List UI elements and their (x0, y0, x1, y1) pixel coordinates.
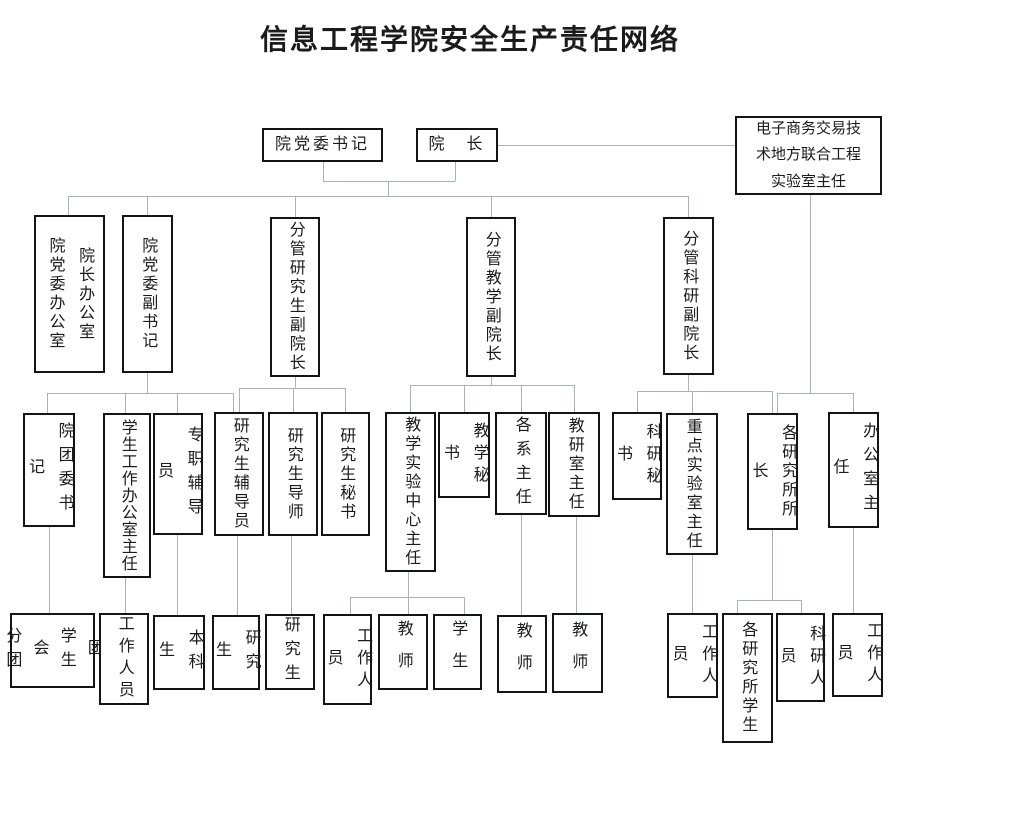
connector-line (853, 528, 854, 613)
node-student-affairs-director: 学生工作办公室主任 (103, 413, 151, 578)
connector-line (455, 162, 456, 181)
node-research-staff: 科研人员 (776, 613, 825, 702)
node-staff-key-lab: 工作人员 (667, 613, 718, 698)
connector-line (521, 385, 522, 412)
connector-line (177, 535, 178, 615)
connector-line (737, 600, 801, 601)
connector-line (853, 393, 854, 412)
connector-line (464, 597, 465, 614)
connector-line (239, 388, 240, 412)
node-staff-teaching-lab: 工作人员 (323, 614, 372, 705)
node-students-teaching-lab: 学生 (433, 614, 482, 690)
node-institute-students: 各研究所学生 (722, 613, 773, 743)
connector-line (498, 145, 735, 146)
connector-line (125, 578, 126, 613)
node-office-director: 办公室主任 (828, 412, 879, 528)
connector-line (68, 196, 69, 215)
node-undergraduates: 本科生 (153, 615, 205, 690)
node-party-secretary: 院党委书记 (262, 128, 383, 162)
connector-line (291, 536, 292, 614)
connector-line (237, 536, 238, 615)
connector-line (295, 377, 296, 388)
connector-line (688, 375, 689, 391)
connector-line (68, 196, 688, 197)
node-fulltime-counselors: 专职辅导员 (153, 413, 203, 535)
node-student-orgs: 各社团 学生会 分团委 (3, 613, 129, 688)
connector-line (810, 195, 811, 393)
connector-line (692, 555, 693, 613)
connector-line (350, 597, 464, 598)
connector-line (410, 385, 411, 412)
node-deputy-party-secretary: 院党委副书记 (122, 215, 173, 373)
connector-line (491, 196, 492, 217)
connector-line (688, 196, 689, 217)
connector-line (125, 393, 126, 413)
connector-line (408, 572, 409, 614)
node-youth-league-secretary: 院团委书记 (23, 413, 75, 527)
node-teachers-teaching-lab: 教师 (378, 614, 428, 690)
connector-line (177, 393, 178, 413)
connector-line (295, 196, 296, 217)
connector-line (521, 515, 522, 615)
connector-line (49, 527, 50, 613)
connector-line (777, 393, 853, 394)
node-graduate-supervisors: 研究生导师 (268, 412, 318, 536)
node-graduate-secretary: 研究生秘书 (321, 412, 370, 536)
connector-line (637, 391, 638, 412)
node-research-secretary: 科研秘书 (612, 412, 662, 500)
node-staff-student-affairs: 工作人员 (99, 613, 149, 705)
connector-line (323, 181, 455, 182)
connector-line (777, 393, 778, 413)
connector-line (47, 393, 48, 413)
connector-line (47, 393, 233, 394)
node-teaching-secretary: 教学秘书 (438, 412, 490, 498)
connector-line (637, 391, 772, 392)
node-key-lab-director: 重点实验室主任 (666, 413, 718, 555)
connector-line (491, 377, 492, 385)
node-vice-dean-teaching: 分管教学副院长 (466, 217, 516, 377)
connector-line (345, 388, 346, 412)
node-department-heads: 各系主任 (495, 412, 547, 515)
node-teaching-office-directors: 教研室主任 (548, 412, 600, 517)
connector-line (737, 600, 738, 613)
connector-line (233, 393, 234, 412)
connector-line (147, 373, 148, 393)
node-staff-office: 工作人员 (832, 613, 883, 697)
node-dean: 院 长 (416, 128, 498, 162)
connector-line (239, 388, 345, 389)
node-ecommerce-lab-director: 电子商务交易技 术地方联合工程 实验室主任 (735, 116, 882, 195)
connector-line (388, 181, 389, 196)
node-teaching-lab-center-director: 教学实验中心主任 (385, 412, 436, 572)
node-vice-dean-graduate: 分管研究生副院长 (270, 217, 320, 377)
connector-line (147, 196, 148, 215)
page-title: 信息工程学院安全生产责任网络 (260, 25, 681, 56)
node-vice-dean-research: 分管科研副院长 (663, 217, 714, 375)
node-teachers-departments: 教师 (497, 615, 547, 693)
node-graduates-counseled: 研究生 (212, 615, 260, 690)
connector-line (772, 530, 773, 600)
connector-line (574, 385, 575, 412)
connector-line (801, 600, 802, 613)
connector-line (350, 597, 351, 614)
connector-line (323, 162, 324, 181)
connector-line (410, 385, 574, 386)
node-graduate-counselors: 研究生辅导员 (214, 412, 264, 536)
connector-line (464, 385, 465, 412)
connector-line (772, 391, 773, 413)
node-teachers-teaching-office: 教师 (552, 613, 603, 693)
node-graduates-supervised: 研究生 (265, 614, 315, 690)
connector-line (293, 388, 294, 412)
node-dean-party-offices: 院长办公室 院党委办公室 (34, 215, 105, 373)
connector-line (576, 517, 577, 613)
connector-line (692, 391, 693, 413)
node-institute-directors: 各研究所所长 (747, 413, 798, 530)
